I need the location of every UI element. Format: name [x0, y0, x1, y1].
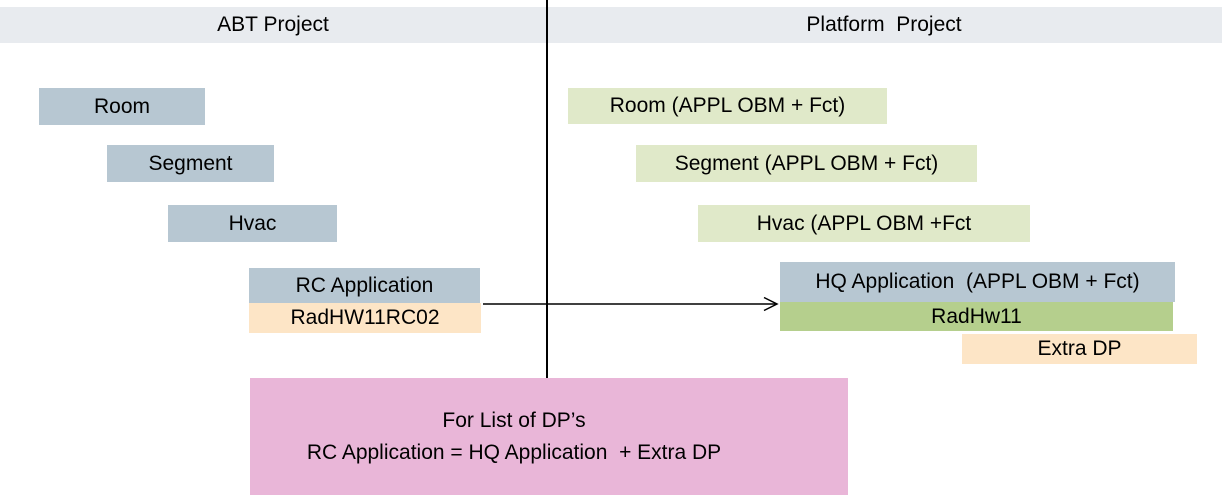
platform-hvac-box: Hvac (APPL OBM +Fct [698, 205, 1030, 242]
note-box: For List of DP’s RC Application = HQ App… [250, 378, 848, 495]
platform-hvac-label: Hvac (APPL OBM +Fct [756, 211, 972, 235]
abt-room-label: Room [93, 94, 151, 118]
note-line-2: RC Application = HQ Application + Extra … [306, 440, 722, 464]
platform-room-label: Room (APPL OBM + Fct) [609, 94, 846, 117]
header-abt-project: ABT Project [217, 13, 329, 36]
abt-hvac-label: Hvac [228, 211, 277, 235]
platform-hq-application-label: HQ Application (APPL OBM + Fct) [815, 270, 1140, 293]
abt-rc-application-box: RC Application [249, 268, 480, 303]
abt-radhw11rc02-label: RadHW11RC02 [290, 306, 440, 329]
header-platform-project: Platform Project [806, 13, 962, 36]
platform-radhw11-box: RadHw11 [780, 302, 1173, 331]
abt-hvac-box: Hvac [168, 205, 337, 242]
abt-radhw11rc02-box: RadHW11RC02 [249, 303, 481, 333]
note-line-1: For List of DP’s [442, 408, 586, 432]
platform-radhw11-label: RadHw11 [931, 304, 1022, 328]
platform-segment-label: Segment (APPL OBM + Fct) [674, 151, 939, 175]
platform-hq-application-box: HQ Application (APPL OBM + Fct) [780, 262, 1175, 302]
abt-segment-label: Segment [148, 151, 233, 175]
platform-extra-dp-label: Extra DP [1037, 337, 1122, 360]
platform-room-box: Room (APPL OBM + Fct) [568, 88, 887, 124]
abt-rc-application-label: RC Application [295, 273, 434, 297]
platform-segment-box: Segment (APPL OBM + Fct) [636, 145, 977, 182]
platform-extra-dp-box: Extra DP [962, 334, 1197, 364]
mapping-arrow-head-icon [763, 296, 779, 312]
abt-segment-box: Segment [107, 145, 274, 182]
abt-room-box: Room [39, 88, 205, 125]
header-band [0, 7, 1222, 43]
